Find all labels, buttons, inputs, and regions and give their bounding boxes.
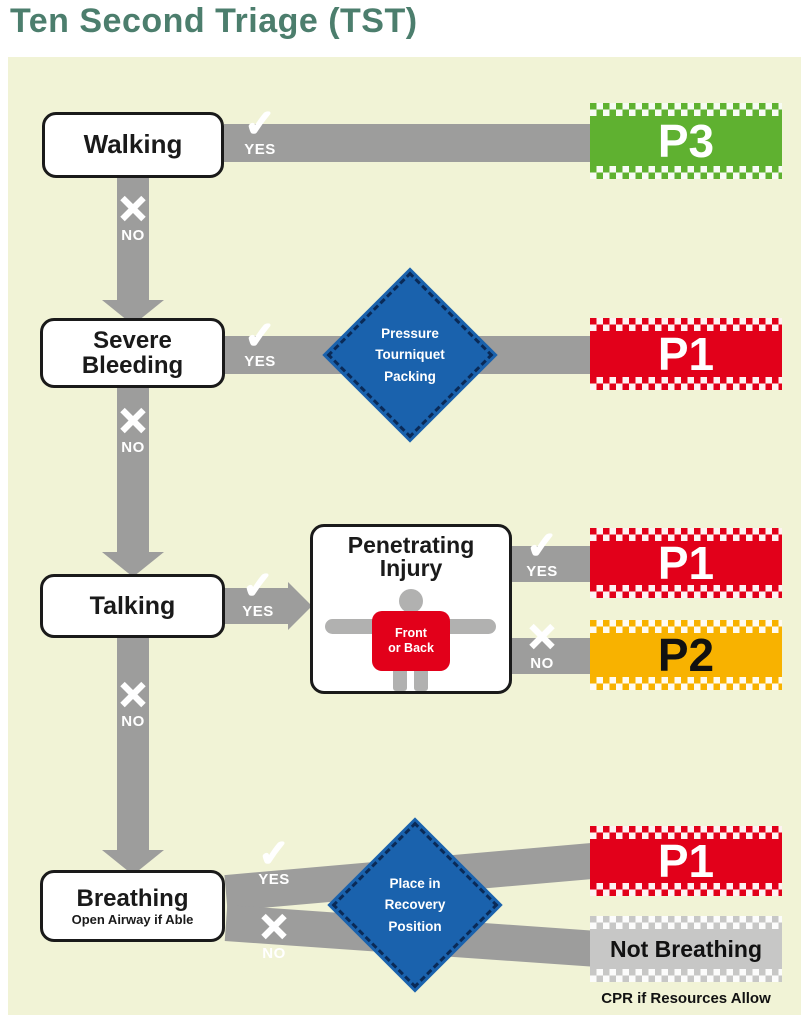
checker-strip — [590, 677, 782, 690]
no-marker-walking: ✕ NO — [105, 189, 161, 244]
check-icon: ✓ — [244, 103, 277, 144]
p1-banner-penetrating: P1 — [590, 528, 782, 598]
check-icon: ✓ — [526, 525, 559, 566]
yes-label: YES — [242, 603, 274, 620]
cross-icon: ✕ — [526, 617, 559, 658]
no-label: NO — [121, 439, 145, 456]
checker-strip — [590, 103, 782, 116]
yes-label: YES — [244, 141, 276, 158]
no-marker-penetrating: ✕ NO — [514, 617, 570, 672]
arrow-talking-yes — [224, 588, 290, 624]
cross-icon: ✕ — [117, 189, 150, 230]
no-label: NO — [121, 227, 145, 244]
p1-label: P1 — [657, 835, 715, 887]
check-icon: ✓ — [258, 833, 291, 874]
page-title: Ten Second Triage (TST) — [10, 2, 418, 40]
yes-label: YES — [258, 871, 290, 888]
treatment-line: Pressure — [381, 325, 439, 341]
arrowhead-down-icon — [102, 552, 164, 577]
checker-strip — [590, 377, 782, 390]
checker-strip — [590, 916, 782, 929]
treatment-line: Position — [388, 918, 442, 934]
arrowhead-right-icon — [288, 582, 312, 630]
no-label: NO — [262, 945, 286, 962]
yes-label: YES — [526, 563, 558, 580]
person-figure-leg-icon — [414, 667, 428, 691]
not-breathing-label: Not Breathing — [609, 935, 763, 962]
not-breathing-banner: Not Breathing — [590, 916, 782, 982]
checker-strip — [590, 318, 782, 331]
severe-bleeding-node: Severe Bleeding — [40, 318, 225, 388]
p1-label: P1 — [657, 328, 715, 380]
severe-bleeding-label-line2: Bleeding — [81, 352, 184, 379]
breathing-sublabel: Open Airway if Able — [71, 911, 194, 927]
penetrating-title-line2: Injury — [379, 555, 443, 582]
arrow-bleeding-no — [117, 386, 149, 554]
torso-highlight: Front or Back — [372, 611, 450, 671]
torso-label-line2: or Back — [388, 641, 434, 655]
no-marker-breathing: ✕ NO — [246, 907, 302, 962]
severe-bleeding-label-line1: Severe — [93, 326, 172, 354]
checker-strip — [590, 826, 782, 839]
treatment-line: Place in — [389, 875, 441, 891]
no-label: NO — [121, 713, 145, 730]
no-marker-talking: ✕ NO — [105, 675, 161, 730]
cpr-footer-note: CPR if Resources Allow — [601, 990, 771, 1007]
yes-marker-talking: ✓ YES — [230, 565, 286, 620]
yes-marker-bleeding: ✓ YES — [232, 315, 288, 370]
treatment-line: Tourniquet — [375, 347, 445, 363]
cross-icon: ✕ — [117, 675, 150, 716]
penetrating-injury-title: Penetrating Injury — [313, 532, 509, 582]
walking-node: Walking — [42, 112, 224, 178]
cross-icon: ✕ — [117, 401, 150, 442]
walking-label: Walking — [83, 129, 183, 160]
treatment-line: Packing — [384, 368, 436, 384]
person-figure-leg-icon — [393, 667, 407, 691]
checker-strip — [590, 883, 782, 896]
check-icon: ✓ — [244, 315, 277, 356]
arrow-walking-no — [117, 176, 149, 302]
p3-label: P3 — [657, 115, 715, 167]
p1-banner-bleeding: P1 — [590, 318, 782, 390]
cross-icon: ✕ — [258, 907, 291, 948]
arrow-talking-no — [117, 636, 149, 852]
checker-strip — [590, 166, 782, 179]
no-label: NO — [530, 655, 554, 672]
yes-marker-penetrating: ✓ YES — [514, 525, 570, 580]
penetrating-title-line1: Penetrating — [347, 532, 475, 558]
person-figure-head-icon — [399, 589, 423, 613]
recovery-position-text: Place in Recovery Position — [359, 849, 471, 961]
p2-label: P2 — [657, 629, 715, 681]
yes-marker-breathing: ✓ YES — [246, 833, 302, 888]
no-marker-bleeding: ✕ NO — [105, 401, 161, 456]
breathing-label: Breathing — [76, 884, 189, 912]
bleeding-treatment-text: Pressure Tourniquet Packing — [354, 299, 466, 411]
torso-label-line1: Front — [395, 626, 427, 640]
yes-label: YES — [244, 353, 276, 370]
checker-strip — [590, 969, 782, 982]
talking-label: Talking — [89, 591, 176, 620]
breathing-node: Breathing Open Airway if Able — [40, 870, 225, 942]
p2-banner: P2 — [590, 620, 782, 690]
checker-strip — [590, 585, 782, 598]
yes-marker-walking: ✓ YES — [232, 103, 288, 158]
p1-label: P1 — [657, 537, 715, 589]
p3-banner: P3 — [590, 103, 782, 179]
checker-strip — [590, 620, 782, 633]
talking-node: Talking — [40, 574, 225, 638]
penetrating-injury-box: Penetrating Injury Front or Back — [310, 524, 512, 694]
p1-banner-breathing: P1 — [590, 826, 782, 896]
arrow-penetrating-yes — [512, 546, 590, 582]
treatment-line: Recovery — [384, 897, 446, 913]
checker-strip — [590, 528, 782, 541]
arrow-penetrating-no — [512, 638, 590, 674]
arrow-walking-yes — [224, 124, 590, 162]
check-icon: ✓ — [242, 565, 275, 606]
